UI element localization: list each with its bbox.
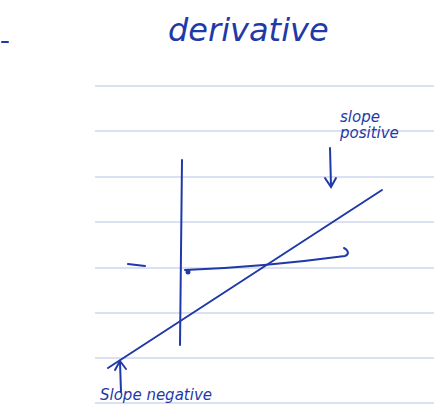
note-label: slope positive [340, 110, 420, 142]
axis-dash [128, 264, 145, 266]
arrow-head [325, 178, 336, 187]
dot [187, 271, 190, 274]
ruled-lines [95, 86, 434, 403]
vertical-axis [180, 160, 182, 345]
note-label: Slope negative [100, 388, 212, 404]
tangent-line [108, 190, 382, 368]
title-note: derivative [168, 14, 329, 48]
horizontal-curve [185, 248, 348, 270]
leader-arrow [330, 148, 331, 186]
graph-sketch [2, 42, 382, 392]
arrow-head [115, 361, 126, 370]
